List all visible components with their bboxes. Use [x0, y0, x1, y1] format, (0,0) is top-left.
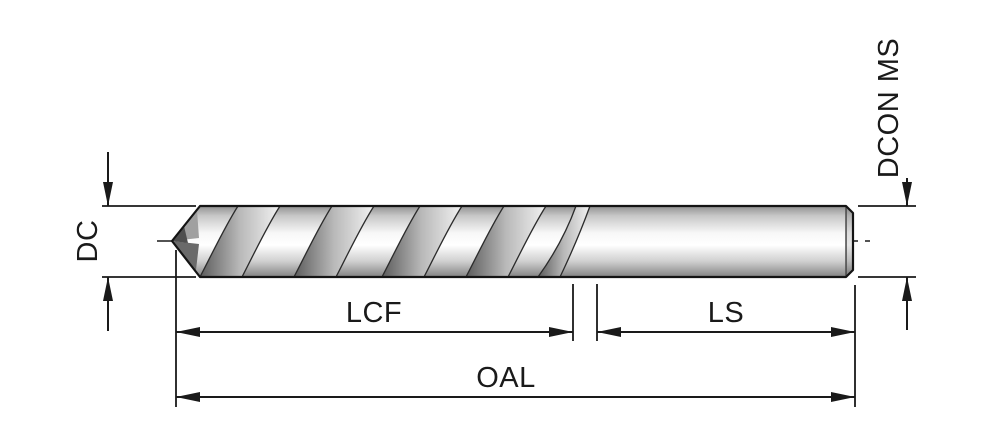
- dc-dimension: DC: [72, 152, 196, 331]
- arrowhead-down-icon: [103, 182, 113, 206]
- arrowhead-left-icon: [176, 327, 200, 337]
- dcon-ms-label: DCON MS: [873, 38, 905, 178]
- oal-label: OAL: [476, 362, 536, 394]
- tip-chisel-edge: [172, 226, 188, 243]
- arrowhead-up-icon: [902, 277, 912, 301]
- drill-bit: [170, 204, 855, 279]
- ls-dimension: LS: [596, 284, 856, 407]
- arrowhead-right-icon: [831, 392, 855, 402]
- lcf-dimension: LCF: [175, 250, 574, 407]
- lcf-label: LCF: [346, 297, 402, 329]
- shank-end-cap: [846, 206, 853, 277]
- oal-dimension: OAL: [176, 362, 855, 402]
- arrowhead-up-icon: [103, 277, 113, 301]
- dcon-ms-dimension: DCON MS: [858, 38, 916, 330]
- drill-outline: [170, 204, 855, 279]
- ls-label: LS: [708, 297, 744, 329]
- arrowhead-left-icon: [597, 327, 621, 337]
- arrowhead-right-icon: [831, 327, 855, 337]
- dc-label: DC: [72, 220, 104, 263]
- arrowhead-right-icon: [549, 327, 573, 337]
- arrowhead-left-icon: [176, 392, 200, 402]
- arrowhead-down-icon: [902, 182, 912, 206]
